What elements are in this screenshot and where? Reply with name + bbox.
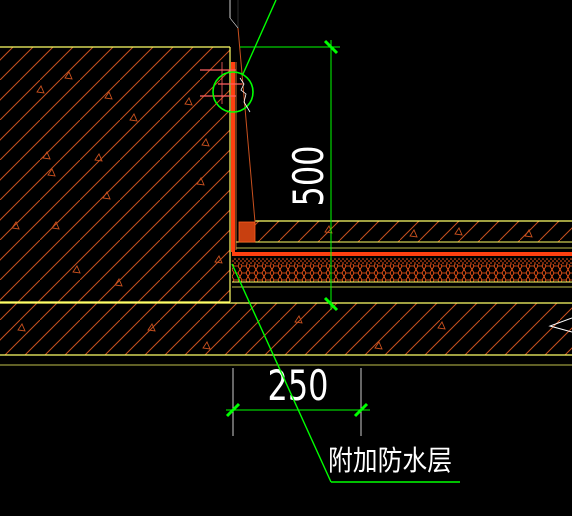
detail-circle-marker	[212, 0, 277, 113]
vertical-dimension	[240, 39, 340, 312]
anchor-marks	[200, 62, 242, 104]
floor-slab	[0, 302, 572, 366]
callout-label-additional-waterproof-layer: 附加防水层	[328, 444, 452, 477]
dimension-label-horizontal: 250	[267, 361, 328, 410]
callout-leader	[231, 263, 460, 483]
dimension-label-vertical: 500	[284, 145, 333, 206]
wall-block	[0, 46, 231, 303]
waterproof-layer	[229, 0, 572, 288]
topping-layer	[236, 220, 572, 249]
section-break-mark	[548, 317, 572, 333]
